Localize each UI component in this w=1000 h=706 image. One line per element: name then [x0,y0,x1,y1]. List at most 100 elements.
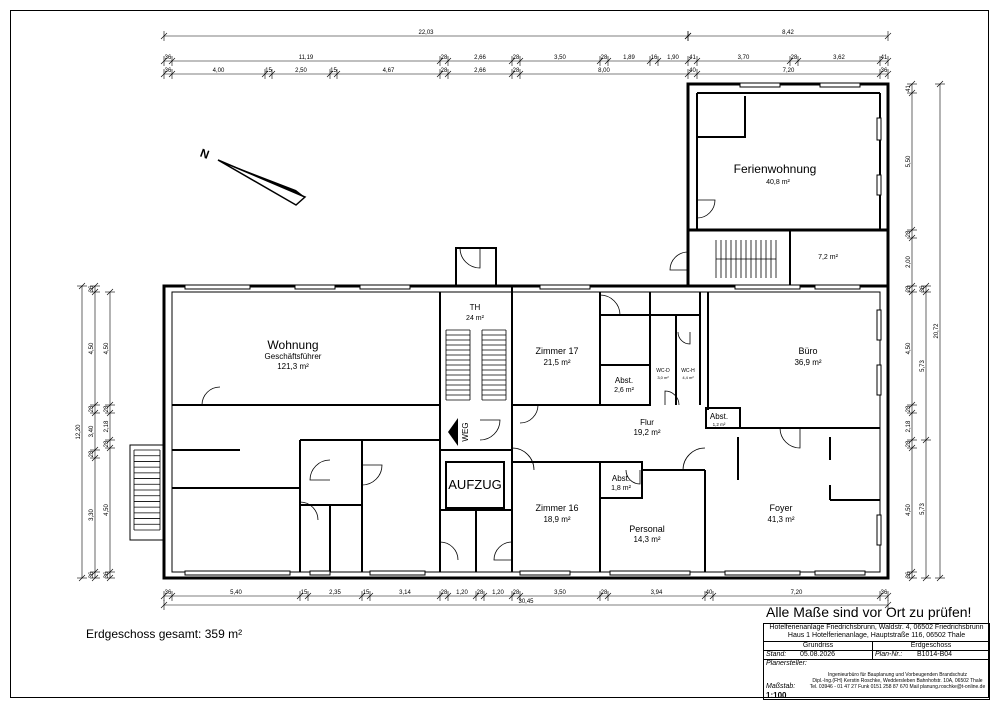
dim-bottom-row-value: 2,35 [329,590,341,596]
wall-stair-strip [686,228,890,288]
dim-right-col1-value: 4,50 [906,342,912,354]
dim-top-row1-value: 28 [601,55,608,61]
north-arrow-icon: N [198,146,307,206]
wall-main-inner [171,291,881,573]
area-wch: 4,4 m² [682,375,694,380]
door-swing [599,294,621,316]
dim-top-row2-value: 2,50 [295,68,307,74]
door-swing [696,199,716,219]
dim-bottom-row-value: 28 [441,590,448,596]
label-flur: Flur [640,418,654,427]
dim-left-total-value: 12,20 [76,424,82,440]
window [739,82,781,88]
dim-bottom-row-value: 3,14 [399,590,411,596]
check-warning: Alle Maße sind vor Ort zu prüfen! [766,604,972,620]
door-swing [519,404,539,424]
window [876,309,882,341]
wall-abst2 [705,407,741,429]
dim-top-row1-value: 16 [651,55,658,61]
dim-bottom-row-value: 28 [601,590,608,596]
label-foyer: Foyer [769,503,792,513]
escape-route-arrow-icon [448,418,458,446]
area-personal: 14,3 m² [633,535,660,544]
dim-bottom-row-value: 36 [881,590,888,596]
dim-top-row2-value: 15 [265,68,272,74]
door-swing [439,541,459,561]
area-flur: 19,2 m² [633,428,660,437]
wall-main-outer [162,284,890,580]
dim-bottom-row-value: 28 [513,590,520,596]
dim-top-row2-value: 4,00 [213,68,225,74]
dim-top-row1-value: 3,50 [554,55,566,61]
dim-left-inner-value: 2,18 [104,420,110,432]
dim-bottom-row-value: 36 [165,590,172,596]
door-swing [511,447,535,471]
window [724,570,801,576]
dim-left-inner-value: 4,50 [104,504,110,516]
dim-left-outer-value: 28 [89,450,95,457]
door-swing [677,331,691,345]
wall-outside-stair [129,444,165,541]
dim-bottom-total-value: 30,45 [518,599,534,605]
door-swing [201,386,221,406]
dim-top-row1-value: 1,89 [623,55,635,61]
area-wohnung: 121,3 m² [277,362,309,371]
dim-bottom-row-value: 1,20 [456,590,468,596]
dim-top-row2-value: 7,20 [783,68,795,74]
tb-stand-label: Stand: [766,651,787,658]
dim-top-row1-value: 28 [441,55,448,61]
tb-project-1: Hotelferienanlage Friedrichsbrunn, Walds… [769,624,984,631]
window [876,117,882,141]
tb-plan-value: B1014-B04 [917,651,953,658]
wall-closet [697,96,746,138]
area-abst2: 1,2 m² [713,422,726,427]
area-zimmer16: 18,9 m² [543,515,570,524]
door-swing [664,390,680,406]
svg-text:N: N [198,146,211,162]
label-abst3: Abst. [612,474,630,483]
dim-right-col1-value: 28 [906,440,912,447]
dim-bottom-row-value: 7,20 [791,590,803,596]
wall-ferienwohnung [686,82,890,232]
dim-left-inner-value: 4,50 [104,342,110,354]
dim-left-inner-value: 28 [104,440,110,447]
dim-top-row2-value: 15 [330,68,337,74]
window [876,514,882,546]
label-personal: Personal [629,524,665,534]
door-swing [779,427,801,449]
area-ferienwohnung: 40,8 m² [766,179,790,186]
dim-top-row2-value: 2,66 [474,68,486,74]
window [814,570,866,576]
dim-right-col1-value: 28 [906,285,912,292]
dim-top-row1-value: 3,62 [833,55,845,61]
label-aufzug: AUFZUG [448,477,501,492]
dim-top-row1-value: 41 [689,55,696,61]
tb-firm-2: Dipl.-Ing.(FH) Kerstin Roschke, Weddersl… [812,678,983,684]
dim-right-col2-value: 5,73 [920,503,926,515]
area-th: 24 m² [466,315,485,322]
label-wch: WC-H [681,368,695,374]
window [734,284,801,290]
door-swing [459,247,481,269]
window [309,570,331,576]
window [519,570,571,576]
window [539,284,591,290]
window [184,570,291,576]
door-swing [493,541,513,561]
area-abst1: 2,6 m² [614,387,635,394]
dim-top-row1-value: 11,19 [299,55,314,61]
window [819,82,861,88]
dim-bottom-row-value: 3,50 [554,590,566,596]
dim-top-row1-value: 41 [881,55,888,61]
dim-top-row2-value: 36 [881,68,888,74]
sheet-border [10,10,989,698]
dim-left-outer-value: 3,40 [89,425,95,437]
dim-bottom-row-value: 5,40 [230,590,242,596]
dim-left-outer-value: 3,30 [89,509,95,521]
dim-left-outer-value: 36 [89,285,95,292]
area-wcd: 3,0 m² [657,375,669,380]
area-abst3: 1,8 m² [611,485,632,492]
door-swing [669,251,689,271]
dim-left-outer-value: 36 [89,571,95,578]
